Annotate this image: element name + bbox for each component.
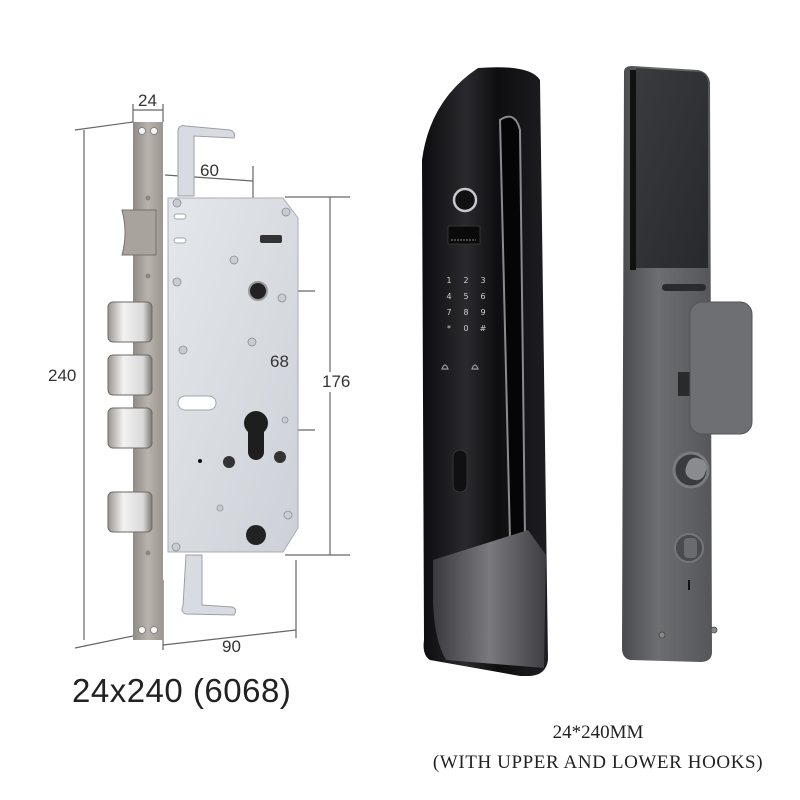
keypad-key-star[interactable]: * [447,324,451,333]
dead-bolts [107,301,153,533]
spindle-hole [248,281,268,301]
upper-hook [177,125,235,197]
lower-hook [181,554,237,616]
keypad-key-2[interactable]: 2 [463,276,469,285]
lower-spindle [246,525,266,545]
keypad: 1 2 3 4 5 6 7 8 9 * 0 # [441,276,491,333]
mortise-caption: 24x240 (6068) [72,672,292,709]
front-bottom-cap [433,530,546,668]
dim-total-height: 240 [48,366,77,385]
dim-body-height: 176 [322,372,351,392]
keypad-key-hash[interactable]: # [479,324,487,333]
dim-body-depth: 90 [222,637,241,656]
inner-handle [689,301,753,435]
fingerprint-sensor-icon [452,187,478,213]
keypad-key-9[interactable]: 9 [480,308,486,317]
cylinder-hole [244,411,268,460]
keypad-key-3[interactable]: 3 [480,276,486,285]
dim-faceplate-width: 24 [138,91,157,110]
brand-badge [662,284,706,291]
keypad-key-5[interactable]: 5 [463,292,469,301]
keypad-key-8[interactable]: 8 [463,308,469,317]
battery-cover [636,68,708,268]
dim-center-distance: 68 [270,352,289,371]
side-button [452,449,468,493]
smart-lock-caption-size: 24*240MM [552,722,644,743]
latch-bolt [121,209,157,256]
keypad-key-1[interactable]: 1 [446,276,452,285]
key-slot [260,235,282,243]
keypad-key-7[interactable]: 7 [446,308,452,317]
dim-backset: 60 [200,161,219,180]
keypad-key-4[interactable]: 4 [446,292,452,301]
keypad-key-0[interactable]: 0 [463,324,469,333]
status-display [447,225,481,245]
keypad-key-6[interactable]: 6 [480,292,486,301]
smart-lock-caption-hooks: (WITH UPPER AND LOWER HOOKS) [432,752,764,773]
